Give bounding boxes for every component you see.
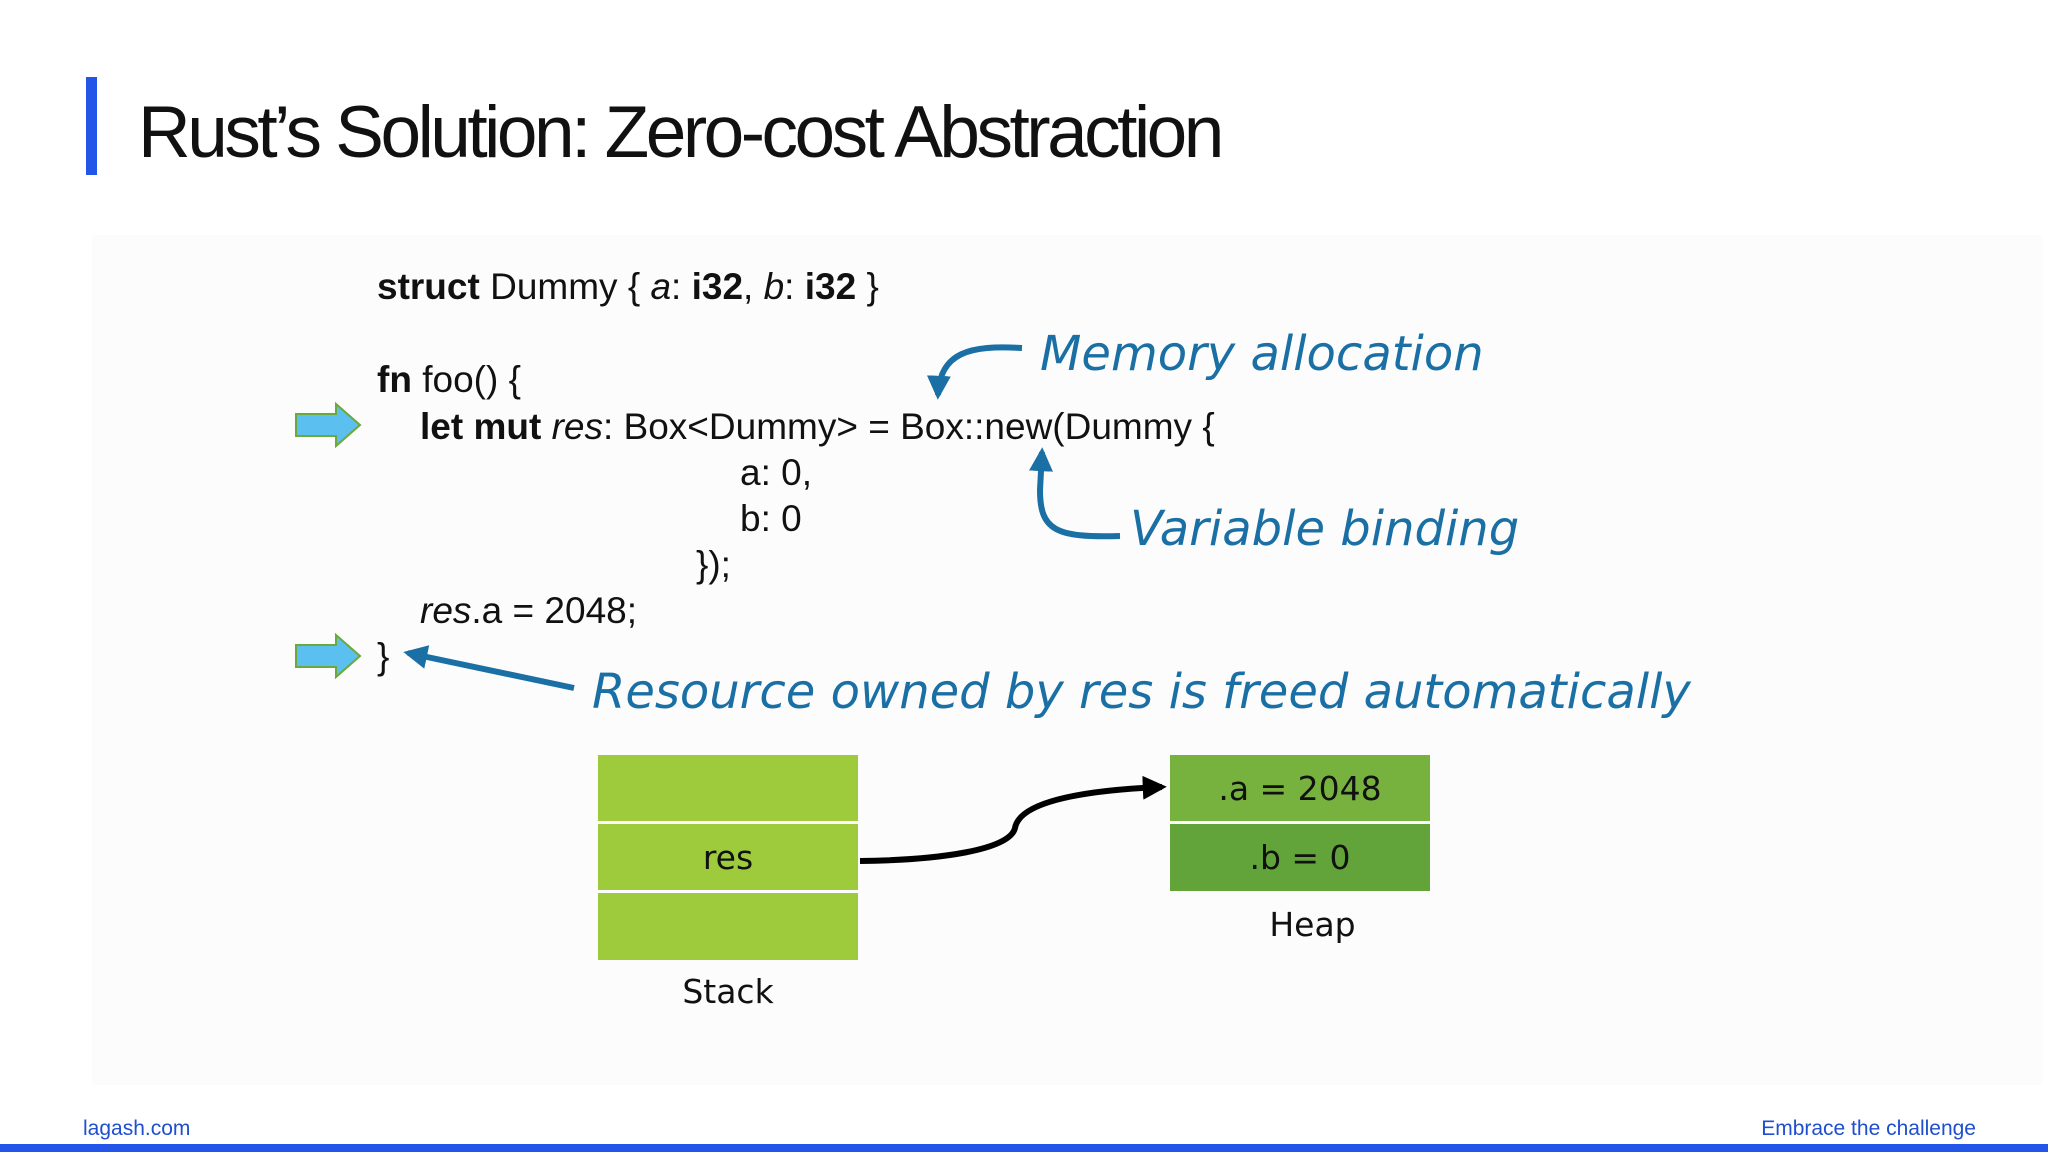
variable-binding-arrow	[1029, 447, 1121, 540]
heap-cell-a: .a = 2048	[1170, 755, 1430, 821]
stack-cell-res: res	[598, 824, 858, 890]
code-line-field-a: a: 0,	[740, 452, 812, 493]
keyword: struct	[377, 266, 480, 307]
code-line-close-fn: }	[377, 636, 390, 677]
stack-cell-bottom	[598, 893, 858, 960]
footer-tagline: Embrace the challenge	[1761, 1117, 1976, 1140]
arrow-right-icon	[295, 632, 362, 680]
pointer-connector	[859, 775, 1167, 864]
code-line-fn: fn foo() {	[377, 359, 521, 400]
annotation-memory-allocation: Memory allocation	[1040, 326, 1484, 382]
code-line-let: let mut res: Box<Dummy> = Box::new(Dummy…	[420, 406, 1215, 447]
title-accent-bar	[86, 77, 97, 175]
annotation-freed: Resource owned by res is freed automatic…	[592, 664, 1691, 720]
memory-allocation-arrow	[926, 344, 1023, 400]
arrow-right-icon	[295, 401, 362, 449]
slide-title: Rust’s Solution: Zero-cost Abstraction	[138, 92, 1224, 173]
code-line-close-new: });	[696, 544, 731, 585]
stack-label: Stack	[682, 972, 774, 1011]
footer-website: lagash.com	[83, 1117, 191, 1140]
heap-cell-b: .b = 0	[1170, 824, 1430, 891]
code-line-assign: res.a = 2048;	[420, 590, 638, 631]
heap-label: Heap	[1269, 905, 1356, 944]
keyword: let mut	[420, 406, 542, 447]
freed-arrow	[403, 645, 575, 691]
footer-accent-bar	[0, 1144, 2048, 1152]
code-line-struct: struct Dummy { a: i32, b: i32 }	[377, 266, 879, 307]
annotation-variable-binding: Variable binding	[1130, 501, 1520, 557]
keyword: fn	[377, 359, 412, 400]
stack-cell-top	[598, 755, 858, 821]
code-line-field-b: b: 0	[740, 498, 802, 539]
